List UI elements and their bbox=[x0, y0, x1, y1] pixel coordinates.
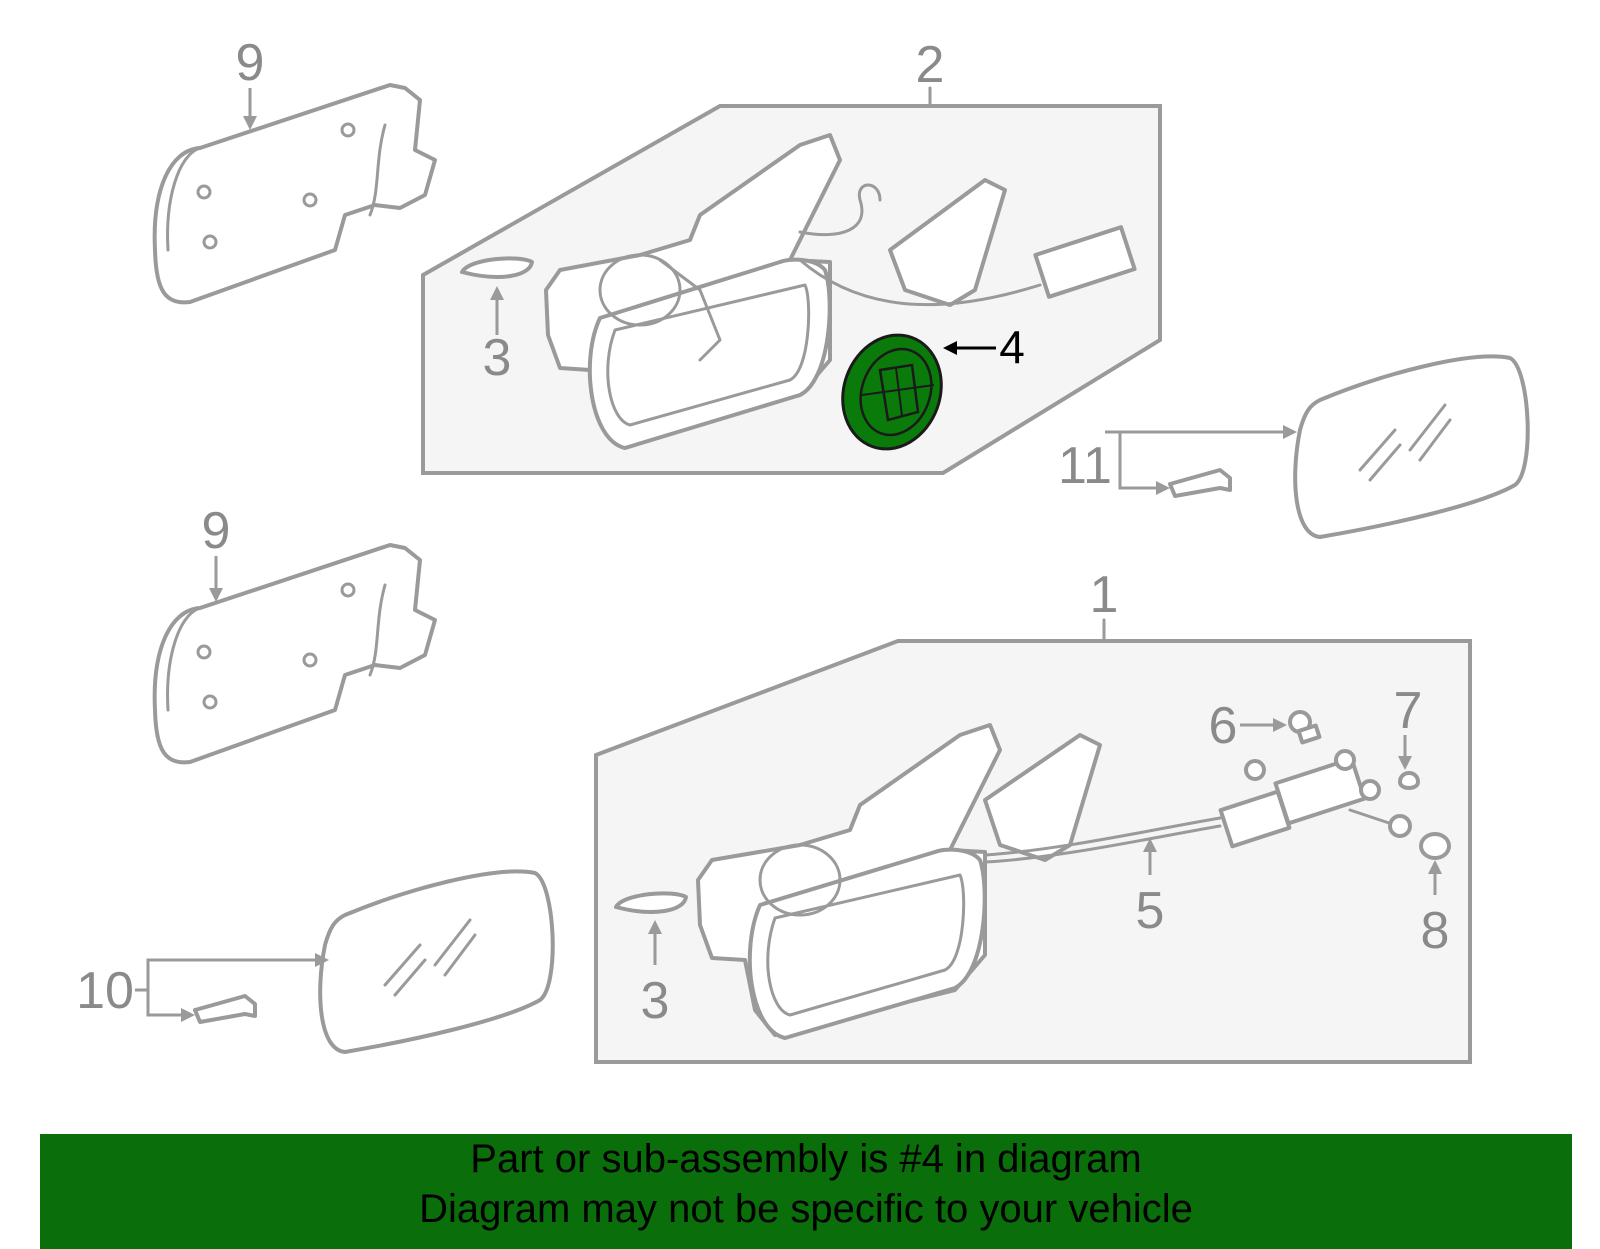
callout-7: 7 bbox=[1394, 682, 1423, 740]
banner-line-2: Diagram may not be specific to your vehi… bbox=[419, 1187, 1193, 1231]
leader-line-4 bbox=[943, 341, 996, 355]
info-banner: Part or sub-assembly is #4 in diagram Di… bbox=[40, 1134, 1572, 1249]
callout-6: 6 bbox=[1209, 697, 1238, 755]
screw-6 bbox=[1288, 710, 1322, 745]
mirror-cover-upper bbox=[152, 83, 437, 305]
cap-8 bbox=[1419, 832, 1451, 860]
callout-9-upper: 9 bbox=[236, 34, 265, 92]
mirror-housing-upper bbox=[544, 133, 1137, 450]
motor-connector-5 bbox=[1218, 749, 1412, 849]
mirror-glass-11 bbox=[1293, 354, 1530, 540]
diagram-canvas: 9 2 3 4 11 9 1 7 6 5 8 3 10 bbox=[76, 34, 1530, 1064]
callout-11: 11 bbox=[1058, 437, 1112, 495]
callout-8: 8 bbox=[1421, 902, 1450, 960]
bracket-11 bbox=[1168, 468, 1232, 498]
callout-10: 10 bbox=[76, 962, 134, 1020]
bracket-10 bbox=[193, 994, 257, 1024]
callout-4: 4 bbox=[999, 321, 1025, 373]
mirror-housing-lower bbox=[696, 723, 1222, 1040]
callout-3-lower: 3 bbox=[641, 972, 670, 1030]
callout-5: 5 bbox=[1136, 882, 1165, 940]
callout-9-lower: 9 bbox=[202, 502, 231, 560]
banner-line-1: Part or sub-assembly is #4 in diagram bbox=[470, 1137, 1142, 1181]
nut-7 bbox=[1398, 771, 1420, 790]
highlighted-part-4 bbox=[841, 333, 943, 451]
callout-2: 2 bbox=[916, 36, 945, 94]
leader-lines bbox=[135, 88, 1442, 1022]
clip-3-upper bbox=[460, 256, 534, 279]
clip-3-lower bbox=[614, 891, 688, 914]
callout-1: 1 bbox=[1090, 566, 1119, 624]
callout-3-upper: 3 bbox=[483, 329, 512, 387]
mirror-glass-10 bbox=[318, 869, 555, 1055]
mirror-cover-lower bbox=[152, 543, 437, 765]
